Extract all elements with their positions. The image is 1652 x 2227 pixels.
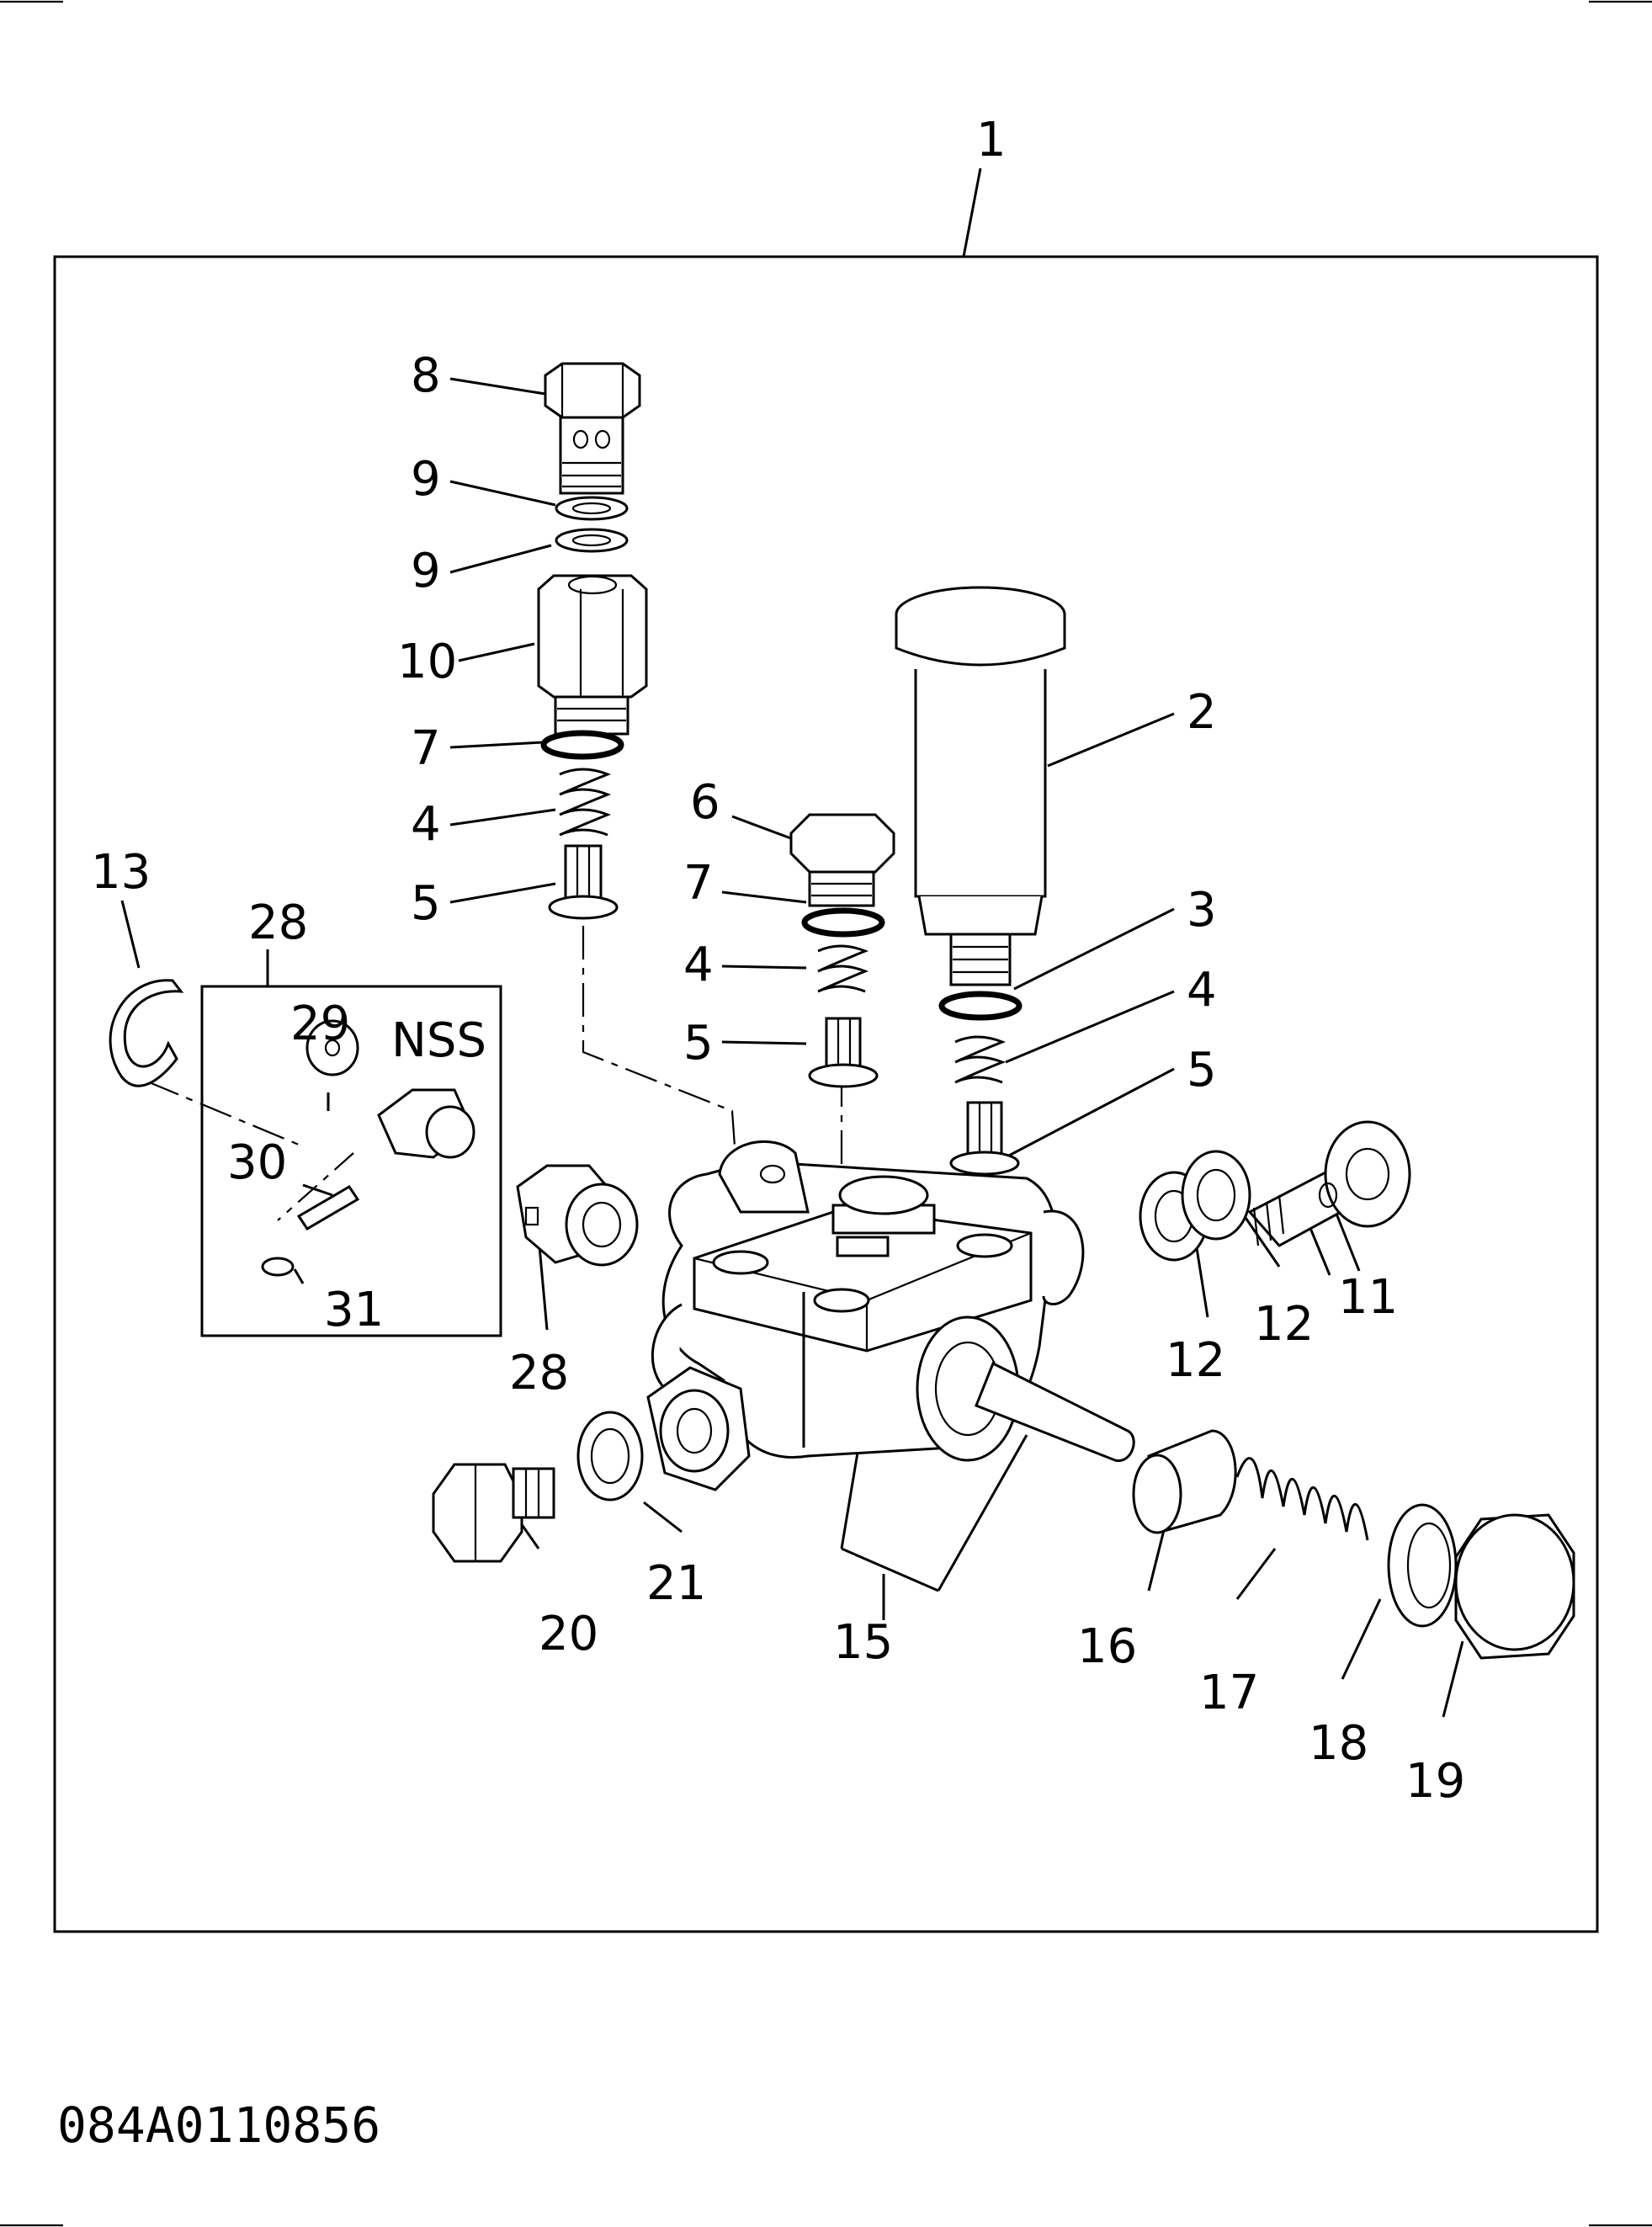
callout-31: 31 [324, 1283, 384, 1337]
gasket-part-18 [1387, 1503, 1458, 1628]
washer-part-9-upper [555, 496, 629, 521]
callout-4-left: 4 [411, 797, 441, 852]
callout-nss: NSS [391, 1013, 486, 1068]
o-ring-part-3 [938, 991, 1023, 1021]
callout-19: 19 [1405, 1754, 1465, 1809]
callout-1: 1 [976, 113, 1007, 167]
o-ring-part-7-center [801, 907, 885, 938]
spring-part-17 [1235, 1457, 1369, 1541]
priming-pump-part-2 [895, 586, 1066, 986]
banjo-bolt-part-11 [1247, 1120, 1411, 1247]
callout-12-right: 12 [1254, 1297, 1314, 1352]
piston-part-16 [1132, 1429, 1237, 1534]
callout-29: 29 [290, 997, 350, 1051]
callout-28-bottom: 28 [509, 1346, 569, 1401]
callout-6: 6 [690, 775, 720, 830]
valve-part-5-center [808, 1017, 879, 1088]
spring-part-4-center [817, 944, 869, 993]
callout-5-right: 5 [1187, 1043, 1217, 1098]
callout-30: 30 [227, 1135, 287, 1190]
callouts: 1 8 9 9 10 7 4 5 6 7 4 5 2 3 4 5 13 28 2… [91, 113, 1465, 1809]
cap-nut-part-19 [1454, 1513, 1575, 1660]
callout-9-lower: 9 [411, 544, 441, 598]
snap-ring-part-13 [109, 979, 184, 1087]
callout-8: 8 [411, 348, 441, 403]
valve-part-5-right [949, 1101, 1020, 1176]
callout-4-center: 4 [683, 938, 714, 992]
assembly-frame [53, 255, 1599, 1933]
valve-part-5-left [548, 844, 619, 920]
callout-10: 10 [397, 635, 457, 689]
hex-bolt-part-20 [432, 1463, 555, 1563]
pump-housing [651, 1140, 1135, 1462]
callout-13: 13 [91, 845, 151, 900]
banjo-bolt-part-8 [544, 362, 641, 495]
washer-part-21 [576, 1411, 644, 1501]
callout-17: 17 [1199, 1666, 1259, 1720]
callout-7-left: 7 [411, 721, 441, 776]
tappet-nss [377, 1088, 475, 1159]
callout-20: 20 [539, 1607, 598, 1661]
pin-part-30 [296, 1184, 360, 1231]
o-ring-part-7-left [540, 730, 624, 760]
plug-part-6 [789, 813, 895, 907]
adapter-part-10 [537, 574, 648, 736]
spring-part-4-left [559, 768, 612, 837]
port-nut [646, 1366, 751, 1491]
clip-part-31 [261, 1257, 295, 1277]
spring-part-4-right [954, 1035, 1007, 1084]
washer-part-9-lower [555, 528, 629, 553]
inset-frame [200, 985, 502, 1337]
callout-4-right: 4 [1187, 963, 1217, 1018]
washers-part-12 [1139, 1150, 1251, 1262]
callout-7-center: 7 [683, 856, 714, 911]
callout-5-left: 5 [411, 876, 441, 931]
callout-2: 2 [1187, 685, 1217, 740]
callout-3: 3 [1187, 883, 1217, 938]
callout-11: 11 [1338, 1270, 1398, 1325]
callout-5-center: 5 [683, 1016, 714, 1071]
callout-16: 16 [1077, 1619, 1137, 1674]
roller-part-29 [305, 1019, 359, 1076]
diagram-code: 084A0110856 [57, 2097, 380, 2154]
leader-lines [120, 167, 1464, 1718]
callout-9-upper: 9 [411, 452, 441, 507]
tappet-part-28 [516, 1164, 639, 1267]
callout-21: 21 [646, 1556, 706, 1611]
callout-15: 15 [833, 1615, 893, 1670]
callout-18: 18 [1309, 1716, 1368, 1771]
callout-28-top: 28 [248, 896, 308, 950]
callout-12-left: 12 [1166, 1333, 1225, 1388]
